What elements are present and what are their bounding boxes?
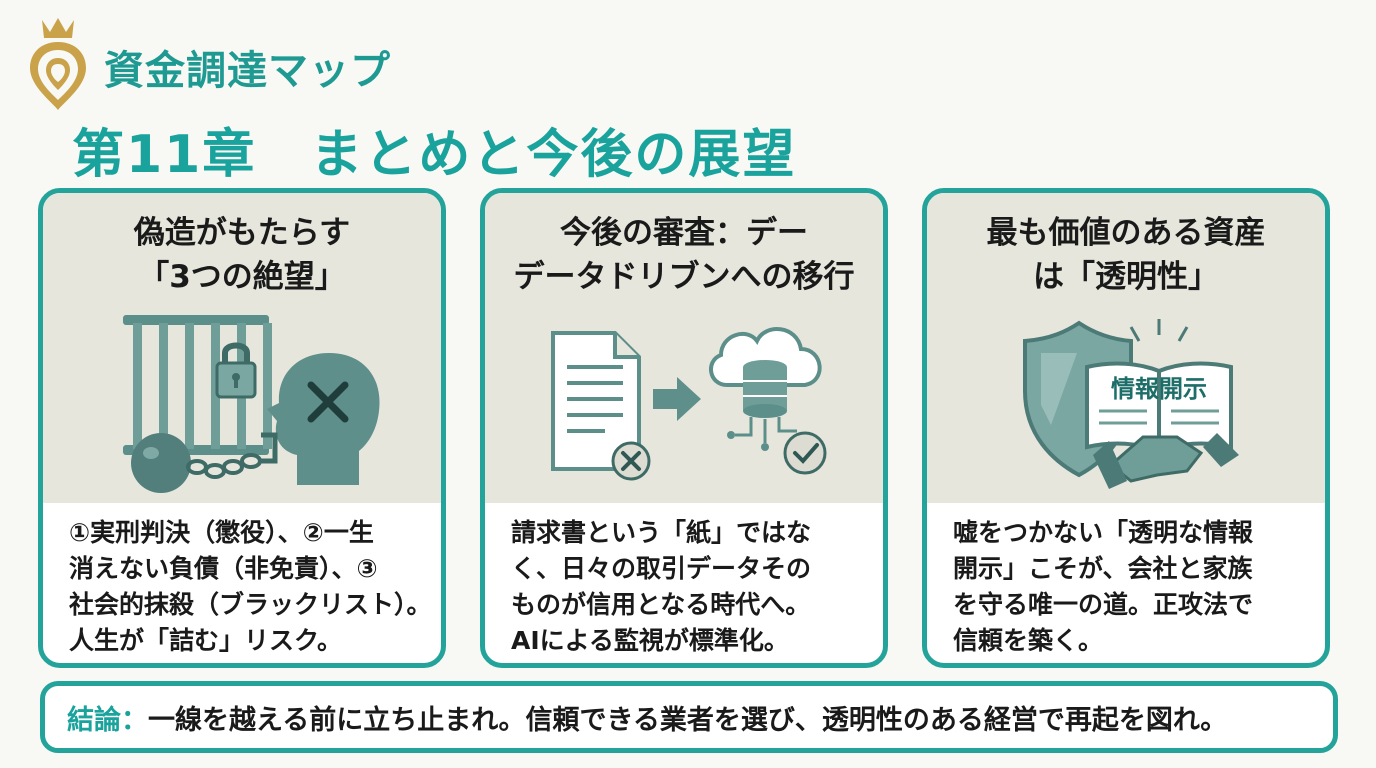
- card-heading-line: は「透明性」: [1033, 259, 1219, 295]
- card-heading: 今後の審査：デー データドリブンへの移行: [485, 211, 883, 299]
- card-body-line: 請求書という「紙」ではな: [511, 518, 812, 547]
- card-body-line: 人生が「詰む」リスク。: [69, 626, 343, 655]
- card-heading: 最も価値のある資産 は「透明性」: [927, 211, 1325, 299]
- card-transparency: 最も価値のある資産 は「透明性」 情報開示: [922, 188, 1330, 668]
- card-body-line: 消えない負債（非免責）、③: [69, 554, 378, 583]
- brand-name: 資金調達マップ: [104, 48, 391, 94]
- x-circle-icon: [611, 441, 651, 481]
- conclusion-bar: 結論： 一線を越える前に立ち止まれ。信頼できる業者を選び、透明性のある経営で再起…: [40, 681, 1338, 753]
- card-body-line: ものが信用となる時代へ。: [511, 590, 811, 619]
- card-three-despairs: 偽造がもたらす 「3つの絶望」: [38, 188, 446, 668]
- handshake-icon: [1093, 433, 1239, 489]
- despair-illustration: [123, 315, 380, 493]
- card-heading-line: 今後の審査：デー: [560, 215, 808, 251]
- crown-pin-logo-icon: [30, 18, 86, 110]
- card-heading-line: データドリブンへの移行: [513, 259, 855, 295]
- chapter-title: 第11章 まとめと今後の展望: [72, 125, 797, 185]
- card-body-line: 開示」こそが、会社と家族: [953, 554, 1253, 583]
- transparency-illustration: 情報開示: [1023, 319, 1239, 489]
- card-body-line: AIによる監視が標準化。: [511, 626, 789, 655]
- card-illustration-panel: 最も価値のある資産 は「透明性」 情報開示: [927, 193, 1325, 503]
- card-data-driven-review: 今後の審査：デー データドリブンへの移行: [480, 188, 888, 668]
- book-label: 情報開示: [1111, 375, 1207, 403]
- card-heading-line: 最も価値のある資産: [986, 215, 1266, 251]
- card-body-line: 嘘をつかない「透明な情報: [953, 518, 1254, 547]
- card-body-line: を守る唯一の道。正攻法で: [953, 590, 1254, 619]
- ball-and-chain-icon: [131, 432, 278, 493]
- cloud-database-icon: [709, 327, 822, 451]
- card-body: 請求書という「紙」ではな く、日々の取引データその ものが信用となる時代へ。 A…: [511, 515, 869, 659]
- card-illustration-panel: 偽造がもたらす 「3つの絶望」: [43, 193, 441, 503]
- conclusion-text: 一線を越える前に立ち止まれ。信頼できる業者を選び、透明性のある経営で再起を図れ。: [148, 704, 1228, 736]
- card-illustration-panel: 今後の審査：デー データドリブンへの移行: [485, 193, 883, 503]
- head-with-x-icon: [267, 353, 380, 485]
- conclusion-label: 結論：: [67, 704, 148, 736]
- arrow-right-icon: [653, 377, 701, 421]
- card-body-line: 社会的抹殺（ブラックリスト）。: [69, 590, 432, 619]
- card-heading-line: 「3つの絶望」: [138, 259, 346, 295]
- paper-document-icon: [551, 331, 641, 471]
- card-body-line: く、日々の取引データその: [511, 554, 812, 583]
- card-body-line: 信頼を築く。: [953, 626, 1104, 655]
- card-body: ①実刑判決（懲役）、②一生 消えない負債（非免責）、③ 社会的抹殺（ブラックリス…: [69, 515, 432, 659]
- open-book-icon: 情報開示: [1085, 319, 1233, 454]
- card-heading: 偽造がもたらす 「3つの絶望」: [43, 211, 441, 299]
- card-body: 嘘をつかない「透明な情報 開示」こそが、会社と家族 を守る唯一の道。正攻法で 信…: [953, 515, 1311, 659]
- card-heading-line: 偽造がもたらす: [133, 215, 351, 251]
- check-circle-icon: [783, 431, 827, 475]
- data-driven-illustration: [551, 327, 827, 481]
- card-body-line: ①実刑判決（懲役）、②一生: [69, 518, 374, 547]
- padlock-icon: [215, 342, 257, 399]
